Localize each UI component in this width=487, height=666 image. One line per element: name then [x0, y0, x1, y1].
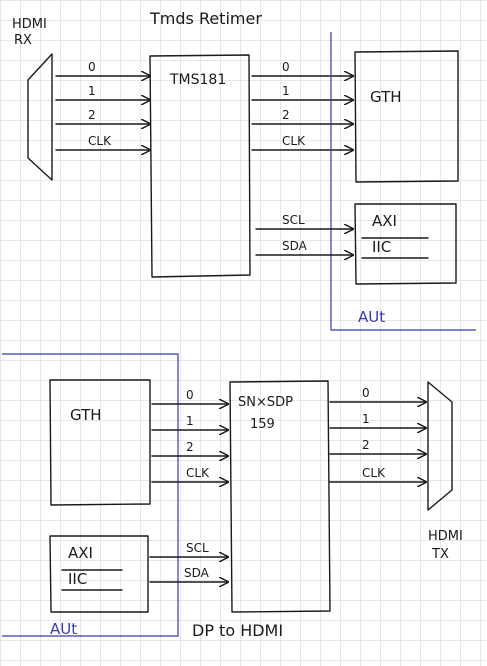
bottom-out-lane-1-label: 1 [362, 412, 370, 426]
top-scl-label: SCL [282, 213, 305, 227]
bottom-out-lane-3-label: CLK [362, 466, 386, 480]
bottom-chip-box [229, 380, 331, 613]
bottom-title: DP to HDMI [192, 621, 283, 640]
top-out-lane-2-label: 2 [282, 108, 290, 122]
hdmi-rx-connector [27, 53, 53, 181]
top-in-lane-3-label: CLK [88, 134, 112, 148]
top-in-lane-2-label: 2 [88, 108, 96, 122]
bottom-scl-label: SCL [186, 541, 209, 555]
top-aut-label: AUt [358, 308, 385, 326]
hdmi-tx-label-line2: TX [431, 547, 449, 562]
top-gth-box [354, 50, 459, 183]
bottom-aut-label: AUt [50, 620, 77, 638]
hdmi-tx-connector [427, 381, 453, 511]
bottom-in-lane-1-label: 1 [186, 414, 194, 428]
top-axi-iic-box [354, 203, 457, 285]
bottom-chip-label-line2: 159 [250, 417, 275, 432]
top-out-lane-0-label: 0 [282, 60, 290, 74]
retimer-chip-label: TMS181 [169, 72, 226, 88]
top-axi-label: AXI [372, 212, 397, 230]
bottom-gth-box [49, 379, 151, 506]
bottom-in-lane-3-label: CLK [186, 466, 210, 480]
hdmi-tx-label-line1: HDMI [428, 529, 463, 544]
bottom-axi-iic-box [49, 535, 149, 613]
bottom-iic-label: IIC [68, 570, 87, 588]
bottom-out-lane-2-label: 2 [362, 438, 370, 452]
top-in-lane-1-label: 1 [88, 84, 96, 98]
top-in-lane-0-label: 0 [88, 60, 96, 74]
bottom-out-lane-0-label: 0 [362, 386, 370, 400]
bottom-chip-label-line1: SN×SDP [238, 395, 293, 410]
top-iic-label: IIC [372, 238, 391, 256]
top-out-lane-3-label: CLK [282, 134, 306, 148]
retimer-chip-box [149, 54, 251, 278]
top-sda-label: SDA [282, 239, 308, 253]
top-gth-label: GTH [370, 88, 402, 106]
bottom-in-lane-0-label: 0 [186, 388, 194, 402]
bottom-axi-label: AXI [68, 544, 93, 562]
bottom-in-lane-2-label: 2 [186, 440, 194, 454]
top-title: Tmds Retimer [149, 9, 262, 28]
hdmi-rx-label-line2: RX [14, 33, 32, 48]
top-aut-boundary [330, 32, 476, 331]
hdmi-rx-label-line1: HDMI [12, 17, 47, 32]
top-out-lane-1-label: 1 [282, 84, 290, 98]
bottom-sda-label: SDA [184, 566, 210, 580]
bottom-gth-label: GTH [70, 406, 102, 424]
bottom-aut-boundary [2, 353, 179, 637]
